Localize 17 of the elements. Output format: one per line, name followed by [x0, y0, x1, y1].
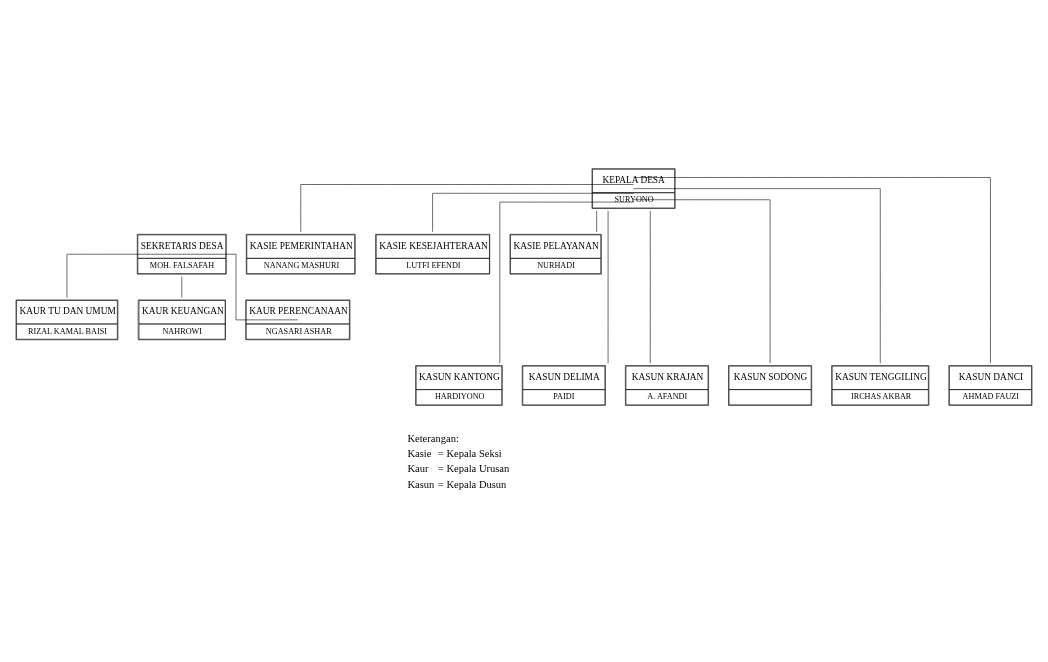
connector: [633, 188, 881, 364]
label: Keterangan:: [407, 432, 459, 444]
connector: [596, 210, 597, 233]
connector: [66, 253, 183, 298]
connector: [633, 177, 991, 364]
label: = Kepala Dusun: [437, 478, 507, 490]
connector: [300, 184, 634, 233]
label: = Kepala Seksi: [437, 448, 502, 460]
connector: [633, 199, 771, 364]
connector: [181, 276, 183, 298]
connector: [499, 201, 634, 364]
connector: [181, 253, 299, 321]
label: Kasun: [407, 478, 435, 490]
connector: [432, 193, 634, 233]
label: Kaur: [407, 463, 429, 475]
label: Kasie: [407, 448, 432, 460]
label: = Kepala Urusan: [437, 463, 510, 475]
